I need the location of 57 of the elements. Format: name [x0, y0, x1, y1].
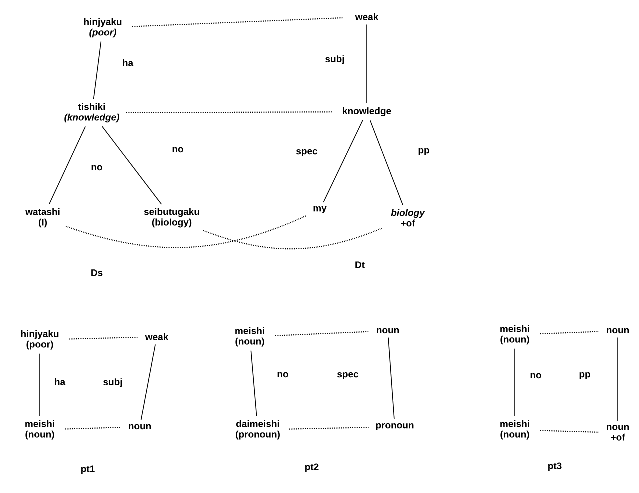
word-label: pronoun	[376, 423, 414, 431]
word-label: meishi (noun)	[26, 420, 54, 440]
correspondence-line	[540, 430, 599, 433]
edge-label: no	[278, 372, 288, 378]
dependency-line	[93, 41, 102, 100]
edge-label: ha	[123, 60, 134, 66]
correspondence-line	[69, 336, 138, 340]
word-label: meishi (noun)	[236, 327, 264, 347]
word-label: weak	[355, 14, 379, 20]
word-label: weak	[145, 334, 169, 340]
correspondence-line	[203, 228, 382, 250]
dependency-line	[514, 348, 516, 417]
word-label: hinjyaku (poor)	[21, 330, 59, 350]
word-label: noun +of	[607, 425, 630, 441]
correspondence-line	[126, 112, 333, 114]
dependency-line	[388, 337, 395, 420]
dependency-line	[102, 126, 162, 205]
correspondence-line	[275, 331, 369, 336]
word-label: meishi (noun)	[500, 420, 530, 440]
word-label: noun	[607, 328, 630, 334]
dependency-line	[323, 120, 364, 203]
word-label: tishiki (knowledge)	[64, 103, 120, 123]
word-label: daimeishi (pronoun)	[236, 420, 280, 440]
word-label: knowledge	[343, 108, 392, 116]
structure-label: pt1	[82, 466, 95, 474]
word-label: meishi (noun)	[500, 325, 530, 345]
word-label: watashi (I)	[26, 208, 60, 228]
word-label: noun	[377, 328, 400, 334]
dependency-line	[140, 344, 156, 421]
correspondence-line	[540, 331, 599, 335]
dependency-line	[49, 126, 86, 205]
correspondence-line	[65, 427, 121, 430]
correspondence-line	[289, 427, 369, 430]
edge-label: pp	[580, 372, 590, 380]
dependency-line	[370, 120, 404, 206]
edge-label: subj	[104, 378, 122, 388]
word-label: my	[314, 206, 327, 214]
edge-label: no	[172, 147, 184, 153]
word-label: noun	[129, 424, 152, 430]
structure-label: pt2	[306, 464, 319, 472]
edge-label: spec	[338, 372, 359, 380]
word-label: hinjyaku (poor)	[84, 18, 122, 38]
edge-label: pp	[418, 148, 430, 156]
word-label: biology +of	[391, 209, 426, 227]
structure-label: Dt	[356, 262, 365, 268]
dependency-line	[366, 24, 368, 104]
edge-label: subj	[326, 56, 344, 64]
edge-label: no	[530, 373, 542, 379]
edge-label: spec	[296, 149, 318, 157]
structure-label: Ds	[92, 270, 103, 276]
correspondence-line	[132, 17, 343, 28]
edge-label: no	[92, 165, 102, 171]
structure-label: pt3	[548, 462, 562, 472]
dependency-line	[250, 350, 258, 417]
edge-label: ha	[55, 378, 66, 386]
word-label: seibutugaku (biology)	[144, 208, 200, 228]
correspondence-line	[66, 216, 306, 248]
